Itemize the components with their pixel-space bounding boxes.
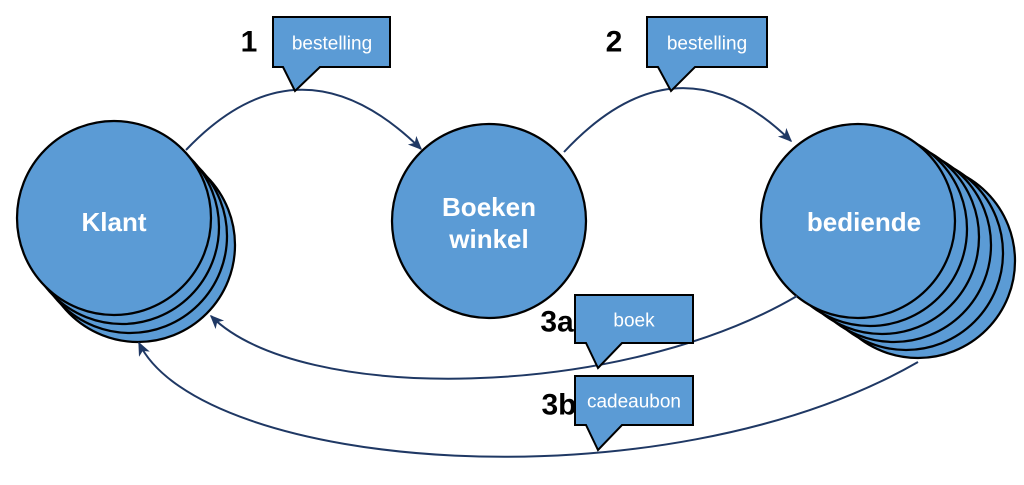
step-number-1: 1 (241, 26, 258, 59)
message-arrow-3b-bediende-to-klant (138, 341, 919, 458)
speech-bubble-1 (272, 16, 391, 93)
message-arrow-2-boekenwinkel-to-bediende (563, 87, 793, 153)
step-number-3b: 3b (541, 389, 576, 422)
step-number-3a: 3a (540, 306, 574, 339)
speech-bubble-3a (574, 294, 694, 370)
node-bediende (759, 122, 1017, 360)
speech-bubble-2 (646, 16, 768, 93)
step-number-2: 2 (606, 26, 623, 59)
message-arrow-3a-bediende-to-klant (209, 295, 798, 380)
node-klant-label: Klant (82, 207, 147, 237)
node-boekenwinkel-label-line2: winkel (448, 224, 528, 254)
node-klant (15, 119, 237, 344)
bubble-label-bestelling-2: bestelling (667, 34, 747, 55)
message-arrow-1-klant-to-boekenwinkel (185, 88, 423, 151)
bubble-label-boek: boek (613, 311, 655, 332)
node-boekenwinkel-circle (390, 122, 588, 320)
node-bediende-main-circle (759, 122, 957, 320)
speech-bubble-3b (574, 375, 694, 452)
bubble-label-bestelling-1: bestelling (292, 34, 372, 55)
node-bediende-label: bediende (807, 207, 921, 237)
bubble-label-cadeaubon: cadeaubon (587, 392, 681, 413)
node-boekenwinkel-label-line1: Boeken (442, 192, 536, 222)
node-klant-main-circle (15, 119, 213, 317)
node-boekenwinkel (390, 122, 588, 320)
